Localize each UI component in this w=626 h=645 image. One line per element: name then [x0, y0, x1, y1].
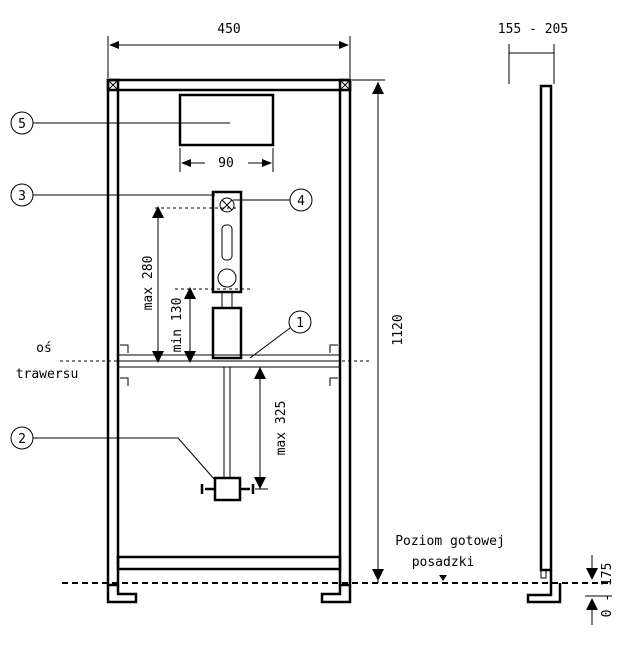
- callout-4: 4: [233, 188, 313, 212]
- svg-text:5: 5: [18, 117, 26, 132]
- floor-label-line2: posadzki: [412, 555, 475, 570]
- min130-label: min 130: [170, 298, 185, 353]
- svg-text:2: 2: [18, 432, 26, 447]
- svg-text:3: 3: [18, 189, 26, 204]
- height-label: 1120: [391, 314, 406, 345]
- axis-label-line2: trawersu: [16, 367, 79, 382]
- floor-marker-icon: [439, 575, 447, 581]
- callout-2: 2: [10, 426, 216, 481]
- width-label: 450: [217, 22, 240, 37]
- floor-label-line1: Poziom gotowej: [395, 534, 505, 549]
- mixer-rail: [211, 190, 243, 360]
- side-frame: 155 - 205: [498, 22, 568, 604]
- min130-dimension: min 130: [170, 287, 196, 363]
- depth-label: 155 - 205: [498, 22, 568, 37]
- mixer-valve: [200, 367, 255, 502]
- callout-3: 3: [10, 183, 215, 207]
- flush-box: [178, 93, 275, 147]
- box-width-dim: 90: [179, 148, 274, 172]
- axis-label-line1: oś: [36, 341, 52, 356]
- svg-text:1: 1: [296, 316, 304, 331]
- callout-1: 1: [249, 310, 312, 359]
- floor-offset-dimension: 0 - 175: [585, 555, 615, 625]
- svg-text:4: 4: [297, 194, 305, 209]
- max280-dimension: max 280: [141, 206, 164, 363]
- box-width-label: 90: [218, 156, 234, 171]
- width-dimension: 450: [107, 22, 351, 78]
- height-dimension: 1120: [352, 79, 406, 583]
- max280-label: max 280: [141, 256, 156, 311]
- callout-5: 5: [10, 111, 230, 135]
- max325-label: max 325: [274, 401, 289, 456]
- max325-dimension: max 325: [254, 367, 289, 490]
- floor-offset-label: 0 - 175: [600, 563, 615, 618]
